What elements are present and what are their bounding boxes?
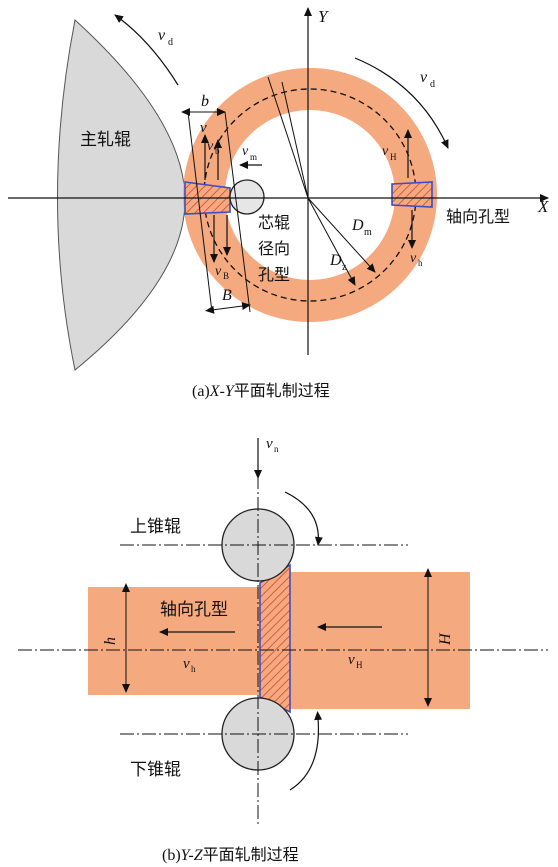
vB-sub: B [223,271,229,281]
vm-label: v [242,144,249,159]
vH-sub-b: H [356,660,363,670]
Dm-sub: m [364,227,372,238]
Dm-line-upper [281,81,309,199]
Dm-label: D [351,217,364,234]
axial-pass-hatch [391,181,433,208]
x-axis-label: X [537,197,549,216]
lower-roll-label: 下锥辊 [130,760,181,780]
vd-right-arrow [354,57,449,149]
caption-b: (b)Y-Z平面轧制过程 [162,845,299,864]
vd-left-sub: d [168,37,173,48]
core-roll-label-1: 芯辊 [258,213,290,232]
vn-label: v [266,436,273,452]
vh-label-b: v [183,656,190,672]
upper-roll-rotation-arrow [284,491,323,546]
vb-sub: b [215,146,220,156]
Dz-line [307,197,356,286]
b-extension-right [224,111,251,313]
vB-label: v [215,264,222,279]
main-roll-label: 主轧辊 [80,130,131,150]
B-dimension [205,302,251,314]
vd-left-label: v [158,27,166,44]
vn-sub: n [274,444,279,454]
b-extension-left [187,111,213,313]
vb-label: v [207,139,214,154]
axial-pass-hatch-b [259,563,291,714]
axial-pass-label: 轴向孔型 [446,207,510,226]
vd-left-arrow [114,14,179,86]
vm-sub: m [250,152,257,162]
axial-pass-label-b: 轴向孔型 [160,600,228,620]
panel-a: Y X 主轧辊 v d v d b v v b v m v H D m D z … [8,7,549,400]
upper-roll-label: 上锥辊 [130,517,181,537]
strip-right [290,572,470,709]
H-label: H [437,632,454,646]
Dm-line [307,197,376,273]
Dz-line-upper [267,76,309,199]
Dz-sub: z [342,262,347,273]
main-roll-shape [57,19,186,371]
caption-a: (a)X-Y平面轧制过程 [192,381,330,400]
core-roll-shape [229,179,265,215]
y-axis-label: Y [318,7,329,26]
panel-b: v n 上锥辊 下锥辊 轴向孔型 h H v h v H (b)Y-Z平面轧制过… [18,436,548,864]
v-label: v [200,120,207,136]
lower-roll-rotation-arrow [289,711,323,791]
vd-right-sub: d [430,79,435,90]
b-label: b [201,93,209,110]
vH-label-b: v [348,652,355,668]
Dz-label: D [329,252,342,269]
vd-right-label: v [420,69,428,86]
vh-label: v [410,251,417,266]
vh-sub-b: h [191,664,196,674]
B-label: B [222,287,232,304]
vH-label: v [382,144,389,159]
strip-left [88,587,263,695]
vh-sub: h [418,258,423,268]
vH-sub: H [390,152,397,162]
h-label: h [102,637,119,645]
core-roll-label-3: 孔型 [258,265,290,284]
core-roll-label-2: 径向 [258,239,290,258]
